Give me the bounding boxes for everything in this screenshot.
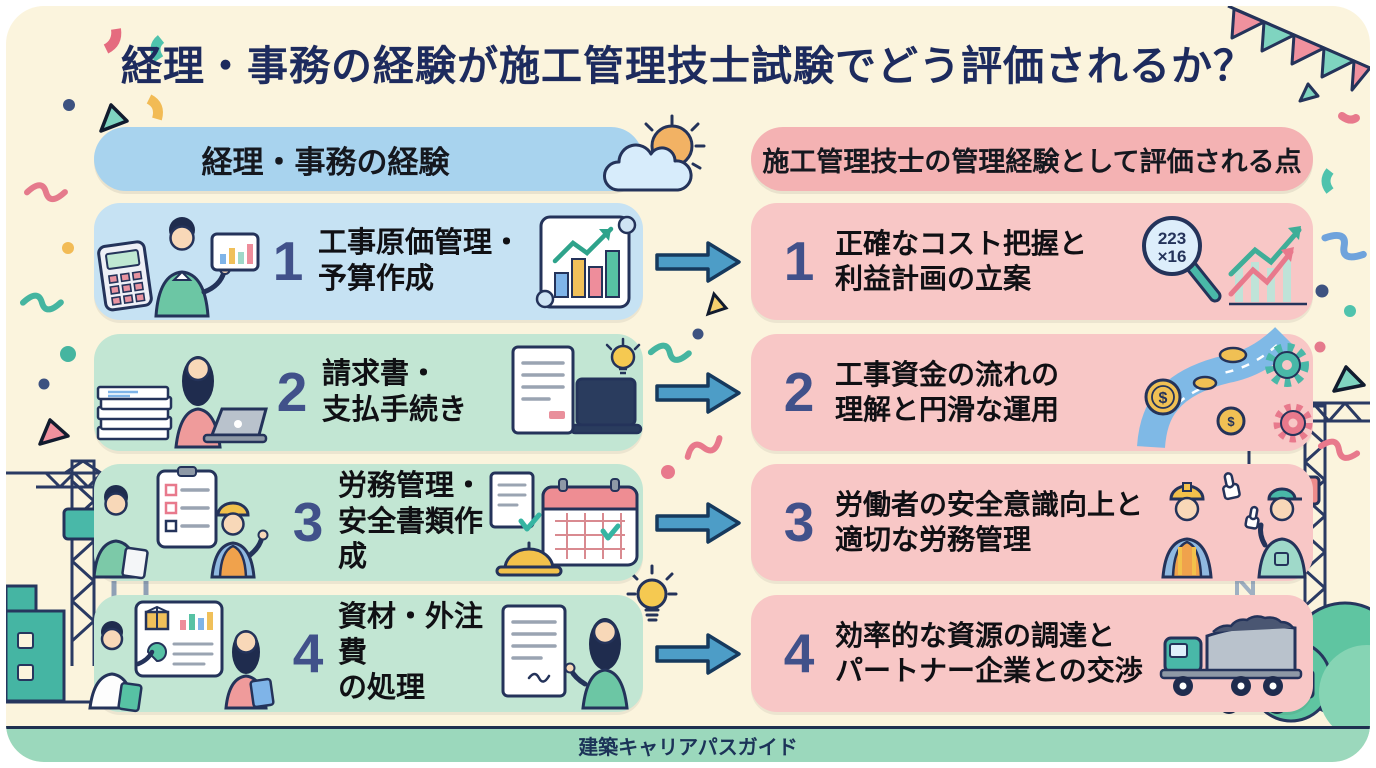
left-margin-squiggles-icon: [19, 182, 76, 446]
right-margin-squiggles-icon: [1314, 168, 1367, 461]
flow-arrow-icon: [655, 372, 741, 414]
bunting-flags-icon: [1227, 6, 1370, 124]
label-line-1: 労務管理・: [338, 469, 484, 502]
workers-thumbs-up-icon: [1161, 471, 1307, 578]
left-column-header-label: 経理・事務の経験: [201, 144, 450, 180]
right-row-1-label: 正確なコスト把握と 利益計画の立案: [835, 227, 1131, 296]
lightbulb-icon: [626, 564, 678, 622]
left-row-2-label: 請求書・ 支払手続き: [322, 357, 493, 429]
right-column-header: 施工管理技士の管理経験として評価される点: [751, 127, 1313, 191]
label-line-2: 安全書類作成: [338, 505, 484, 574]
step-number: 2: [276, 361, 308, 423]
invoice-laptop-bulb-icon: [511, 337, 643, 434]
label-line-2: 利益計画の立案: [835, 262, 1032, 294]
magnifier-growth-chart-icon: 223 ×16: [1142, 215, 1307, 305]
mid-squiggles-icon: [647, 290, 729, 479]
infographic-card: 経理・事務の経験が施工管理技士試験でどう評価されるか？ 経理・事務の経験 施工管…: [6, 6, 1370, 762]
magnifier-value-line2: ×16: [1158, 247, 1187, 266]
label-line-1: 労働者の安全意識向上と: [835, 488, 1144, 520]
right-row-1: 1 正確なコスト把握と 利益計画の立案 223 ×16: [751, 203, 1313, 320]
label-line-1: 資材・外注費: [338, 600, 484, 669]
gear-icon: [1265, 342, 1309, 387]
label-line-2: 理解と円滑な運用: [835, 393, 1060, 425]
step-number: 3: [783, 491, 815, 553]
left-row-1: 1 工事原価管理・ 予算作成: [94, 203, 643, 320]
flow-arrow-icon: [655, 241, 741, 283]
label-line-2: 予算作成: [318, 262, 435, 295]
checklist-workers-icon: [92, 465, 269, 579]
bar-chart-scroll-icon: [535, 215, 637, 308]
step-number: 1: [272, 230, 304, 292]
label-line-2: の処理: [338, 672, 426, 705]
coin-dollar-label: $: [1159, 390, 1168, 407]
dump-truck-icon: [1159, 614, 1303, 696]
flow-arrow-icon: [655, 633, 741, 675]
label-line-2: 適切な労務管理: [835, 523, 1032, 555]
footer-brand: 建築キャリアパスガイド: [578, 737, 798, 759]
left-column-header: 経理・事務の経験: [94, 127, 643, 191]
sun-cloud-icon: [603, 114, 706, 192]
flow-arrow-icon: [655, 502, 741, 544]
right-row-3: 3 労働者の安全意識向上と 適切な労務管理: [751, 464, 1313, 581]
left-row-3-label: 労務管理・ 安全書類作成: [338, 469, 485, 577]
materials-chart-people-icon: [88, 600, 275, 712]
step-number: 2: [783, 361, 815, 423]
label-line-1: 正確なコスト把握と: [835, 227, 1088, 259]
label-line-1: 工事資金の流れの: [835, 358, 1060, 390]
right-column-header-label: 施工管理技士の管理経験として評価される点: [762, 146, 1302, 177]
left-row-2: 2 請求書・ 支払手続き: [94, 334, 643, 451]
coin-dollar-label: $: [1227, 414, 1235, 429]
thumbs-up-icon: [1244, 505, 1260, 530]
step-number: 4: [783, 622, 815, 684]
left-row-1-label: 工事原価管理・ 予算作成: [318, 226, 531, 298]
right-row-4: 4 効率的な資源の調達と パートナー企業との交渉: [751, 595, 1313, 712]
right-row-4-label: 効率的な資源の調達と パートナー企業との交渉: [835, 619, 1157, 688]
money-flow-gears-icon: $ $: [1137, 326, 1313, 448]
step-number: 3: [292, 491, 324, 553]
woman-laptop-papers-icon: [96, 355, 268, 448]
right-row-2: 2 工事資金の流れの 理解と円滑な運用 $ $: [751, 326, 1313, 451]
left-row-4: 4 資材・外注費 の処理: [88, 595, 643, 712]
right-row-3-label: 労働者の安全意識向上と 適切な労務管理: [835, 488, 1153, 557]
confetti-icon: [63, 28, 165, 133]
right-row-2-label: 工事資金の流れの 理解と円滑な運用: [835, 358, 1135, 427]
label-line-2: 支払手続き: [322, 393, 468, 426]
label-line-2: パートナー企業との交渉: [835, 654, 1143, 686]
calendar-helmet-icon: [489, 471, 639, 576]
page-title: 経理・事務の経験が施工管理技士試験でどう評価されるか？: [121, 43, 1255, 89]
step-number: 1: [783, 230, 815, 292]
label-line-1: 工事原価管理・: [318, 226, 522, 259]
label-line-1: 効率的な資源の調達と: [835, 619, 1116, 651]
contract-woman-icon: [501, 604, 629, 709]
label-line-1: 請求書・: [322, 357, 439, 390]
footer-band: 建築キャリアパスガイド: [6, 726, 1370, 762]
magnifier-value-line1: 223: [1158, 229, 1186, 248]
left-row-3: 3 労務管理・ 安全書類作成: [92, 464, 643, 581]
accountant-calculator-icon: [97, 216, 260, 317]
thumbs-up-icon: [1222, 471, 1241, 500]
step-number: 4: [292, 622, 324, 684]
left-row-4-label: 資材・外注費 の処理: [338, 600, 493, 708]
gear-icon: [1273, 403, 1313, 442]
